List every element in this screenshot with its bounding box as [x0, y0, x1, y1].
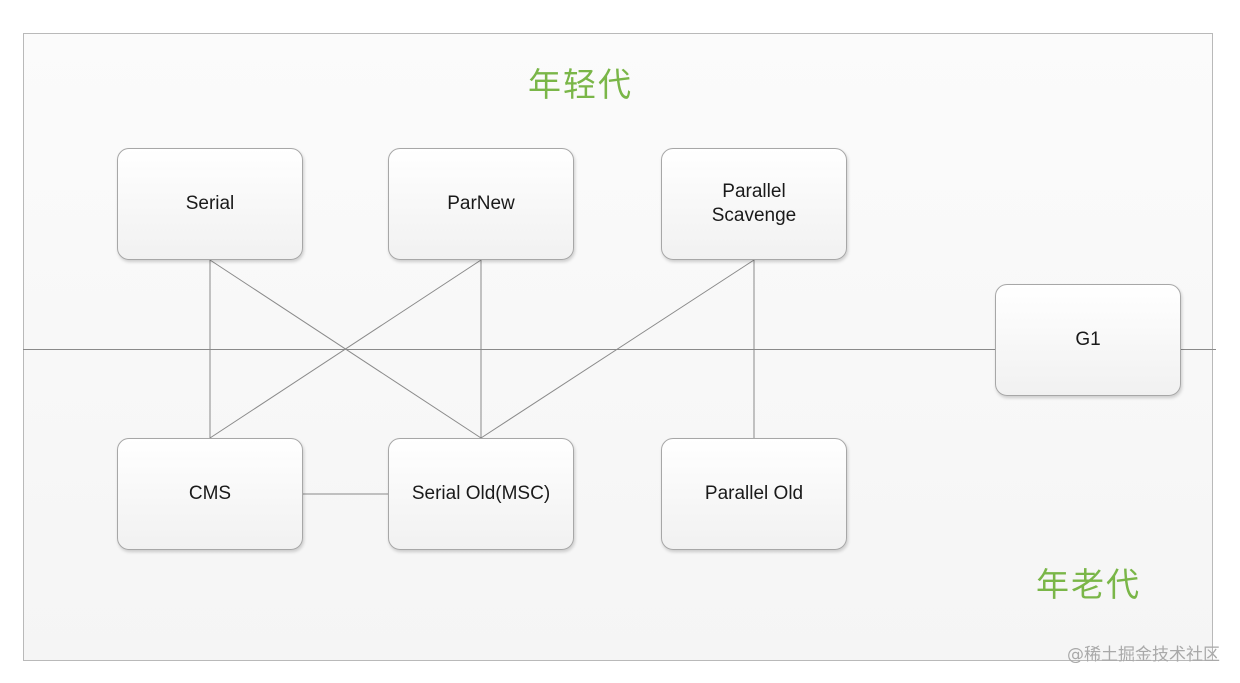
- cms-label: CMS: [188, 483, 232, 504]
- serial-old-node: Serial Old(MSC): [388, 438, 574, 550]
- link-parscav-serialold: [480, 259, 755, 439]
- serial-label: Serial: [185, 193, 235, 214]
- g1-label: G1: [1075, 329, 1101, 350]
- generation-divider: [23, 349, 1216, 350]
- cms-node: CMS: [117, 438, 303, 550]
- serial-old-label: Serial Old(MSC): [411, 483, 551, 504]
- parallel-scavenge-label-line1: Parallel: [722, 181, 786, 202]
- parnew-label: ParNew: [447, 193, 515, 214]
- g1-node: G1: [995, 284, 1181, 396]
- parallel-scavenge-node: Parallel Scavenge: [661, 148, 847, 260]
- old-generation-title: 年老代: [1036, 565, 1141, 604]
- parallel-old-label: Parallel Old: [704, 483, 804, 504]
- young-generation-title: 年轻代: [528, 65, 633, 104]
- serial-node: Serial: [117, 148, 303, 260]
- link-parnew-cms: [209, 259, 482, 439]
- parallel-scavenge-label-line2: Scavenge: [711, 205, 797, 226]
- parnew-node: ParNew: [388, 148, 574, 260]
- watermark-text: @稀土掘金技术社区: [1067, 645, 1220, 665]
- parallel-old-node: Parallel Old: [661, 438, 847, 550]
